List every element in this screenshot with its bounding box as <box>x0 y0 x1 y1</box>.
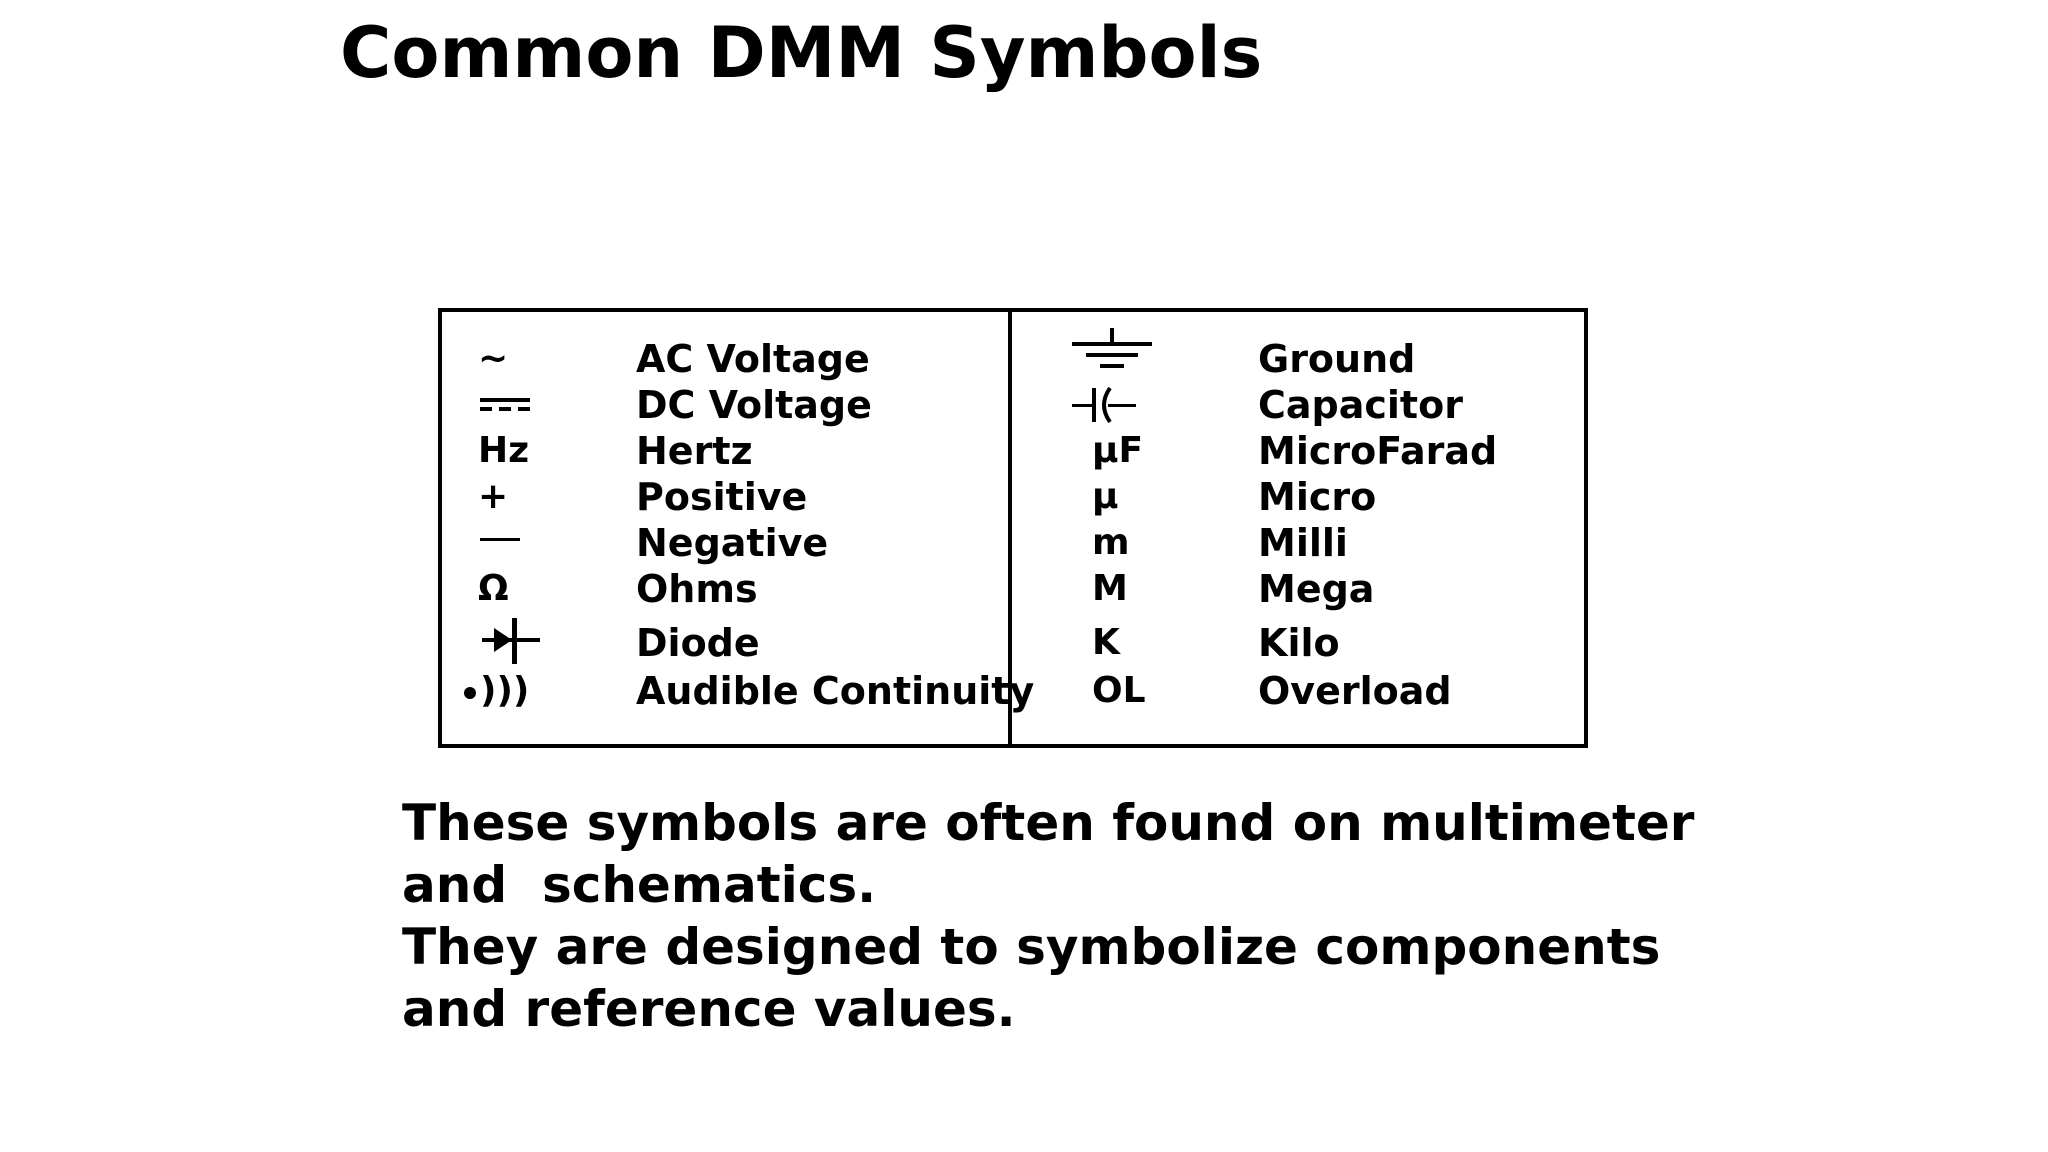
symbol-table: ~ AC Voltage DC Voltage Hz Hertz + Posit… <box>438 308 1588 748</box>
symbol-label: Negative <box>636 521 829 565</box>
continuity-icon: ))) <box>462 668 529 714</box>
microfarad-symbol: µF <box>1092 430 1144 471</box>
symbol-label: Micro <box>1258 475 1377 519</box>
diode-icon <box>478 618 548 666</box>
description-line: These symbols are often found on multime… <box>402 794 1695 852</box>
description-text: These symbols are often found on multime… <box>402 792 1702 1040</box>
symbol-label: Audible Continuity <box>636 669 1035 713</box>
symbol-label: AC Voltage <box>636 337 870 381</box>
overload-symbol: OL <box>1092 670 1146 711</box>
tilde-icon: ~ <box>478 338 509 379</box>
capacitor-icon <box>1070 382 1140 428</box>
symbol-label: Ground <box>1258 337 1416 381</box>
symbol-label: Capacitor <box>1258 383 1463 427</box>
micro-symbol: µ <box>1092 476 1119 517</box>
negative-dash-icon <box>478 520 526 566</box>
symbol-label: Milli <box>1258 521 1348 565</box>
description-line: and reference values. <box>402 980 1016 1038</box>
symbol-label: Hertz <box>636 429 753 473</box>
symbol-label: Mega <box>1258 567 1375 611</box>
symbol-label: MicroFarad <box>1258 429 1498 473</box>
symbol-label: DC Voltage <box>636 383 872 427</box>
symbol-label: Kilo <box>1258 621 1340 665</box>
symbol-label: Ohms <box>636 567 758 611</box>
hertz-symbol: Hz <box>478 430 530 471</box>
symbol-label: Positive <box>636 475 808 519</box>
dc-voltage-icon <box>478 382 534 428</box>
omega-icon: Ω <box>478 568 509 609</box>
mega-symbol: M <box>1092 568 1128 609</box>
continuity-waves: ))) <box>480 670 530 711</box>
page-title: Common DMM Symbols <box>340 12 1263 94</box>
description-line: and schematics. <box>402 856 877 914</box>
milli-symbol: m <box>1092 522 1130 563</box>
kilo-symbol: K <box>1092 622 1120 663</box>
column-divider <box>1008 312 1012 744</box>
symbol-label: Diode <box>636 621 760 665</box>
plus-icon: + <box>478 476 509 517</box>
symbol-label: Overload <box>1258 669 1452 713</box>
ground-icon <box>1070 328 1154 382</box>
description-line: They are designed to symbolize component… <box>402 918 1661 976</box>
